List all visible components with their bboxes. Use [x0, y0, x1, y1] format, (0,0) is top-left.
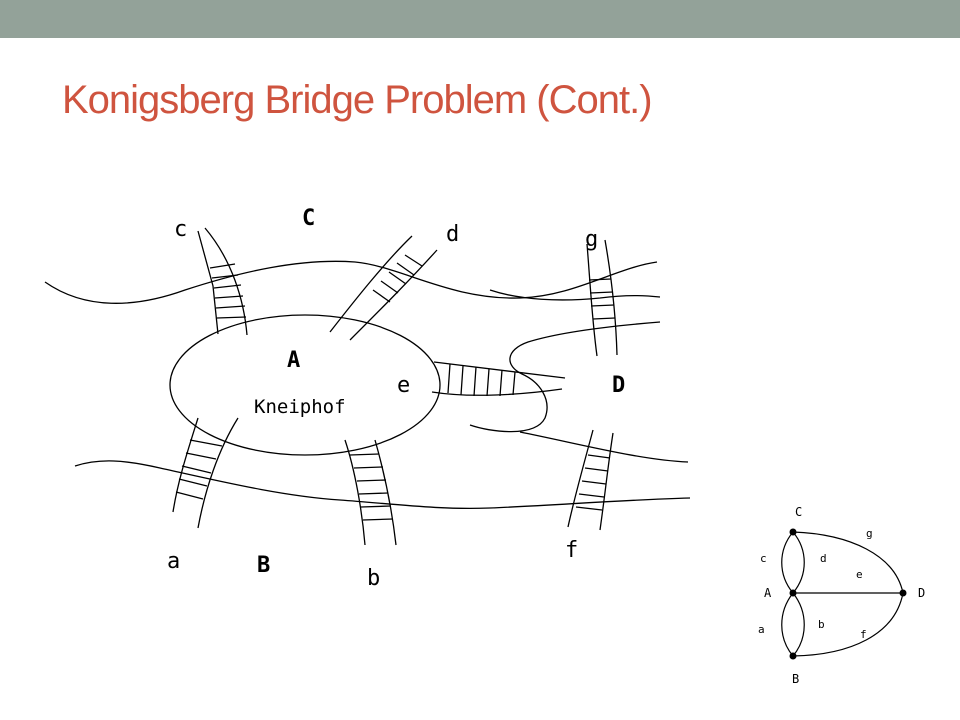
bridge-label-g: g	[585, 227, 598, 252]
bridge-g	[586, 239, 618, 357]
graph-label-d-vertex: D	[918, 586, 925, 600]
east-land-west-edge	[469, 321, 661, 433]
bridge-d	[329, 235, 438, 341]
bridge-e	[431, 361, 566, 397]
south-bank	[74, 460, 691, 510]
graph-edge-d	[792, 531, 805, 594]
bridge-label-a: a	[167, 549, 180, 574]
graph-label-c-vertex: C	[795, 505, 802, 519]
bridge-label-c: c	[174, 217, 187, 242]
bridge-label-b: b	[367, 566, 380, 591]
graph-label-g: g	[866, 527, 873, 540]
land-label-b: B	[257, 553, 270, 578]
top-accent-bar	[0, 0, 960, 38]
graph-label-f: f	[860, 628, 867, 641]
graph-label-b-edge: b	[818, 618, 825, 631]
graph-label-a-vertex: A	[764, 586, 772, 600]
graph-label-c-edge: c	[760, 552, 767, 565]
bridge-f	[567, 429, 614, 531]
graph-label-e: e	[856, 568, 863, 581]
bridge-label-e: e	[397, 373, 410, 398]
graph-edge-g	[792, 531, 904, 594]
graph-edge-f	[792, 592, 904, 657]
land-label-c: C	[302, 206, 315, 231]
graph-vertex-d	[899, 589, 907, 597]
north-bank-inner	[489, 289, 661, 301]
bridge-label-d: d	[446, 222, 459, 247]
graph-edge-a	[781, 592, 794, 657]
graph-edge-b	[792, 592, 805, 657]
graph-label-a-edge: a	[758, 623, 765, 636]
east-bank	[519, 431, 689, 463]
land-label-d: D	[612, 373, 625, 398]
river-banks	[44, 260, 691, 510]
bridge-graph: C g c d e A D a b f B	[758, 505, 925, 686]
land-label-a: A	[287, 348, 300, 373]
graph-vertex-b	[789, 652, 797, 660]
slide-title: Konigsberg Bridge Problem (Cont.)	[62, 78, 653, 122]
north-bank	[44, 260, 658, 304]
graph-vertex-c	[789, 528, 797, 536]
graph-label-b-vertex: B	[792, 672, 799, 686]
graph-vertex-a	[789, 589, 797, 597]
bridge-label-f: f	[565, 538, 578, 563]
graph-label-d: d	[820, 552, 827, 565]
bridge-a	[172, 417, 239, 529]
island-name-label: Kneiphof	[254, 396, 346, 418]
bridge-b	[344, 439, 397, 546]
bridge-c	[197, 227, 248, 336]
graph-edge-c	[781, 531, 794, 594]
